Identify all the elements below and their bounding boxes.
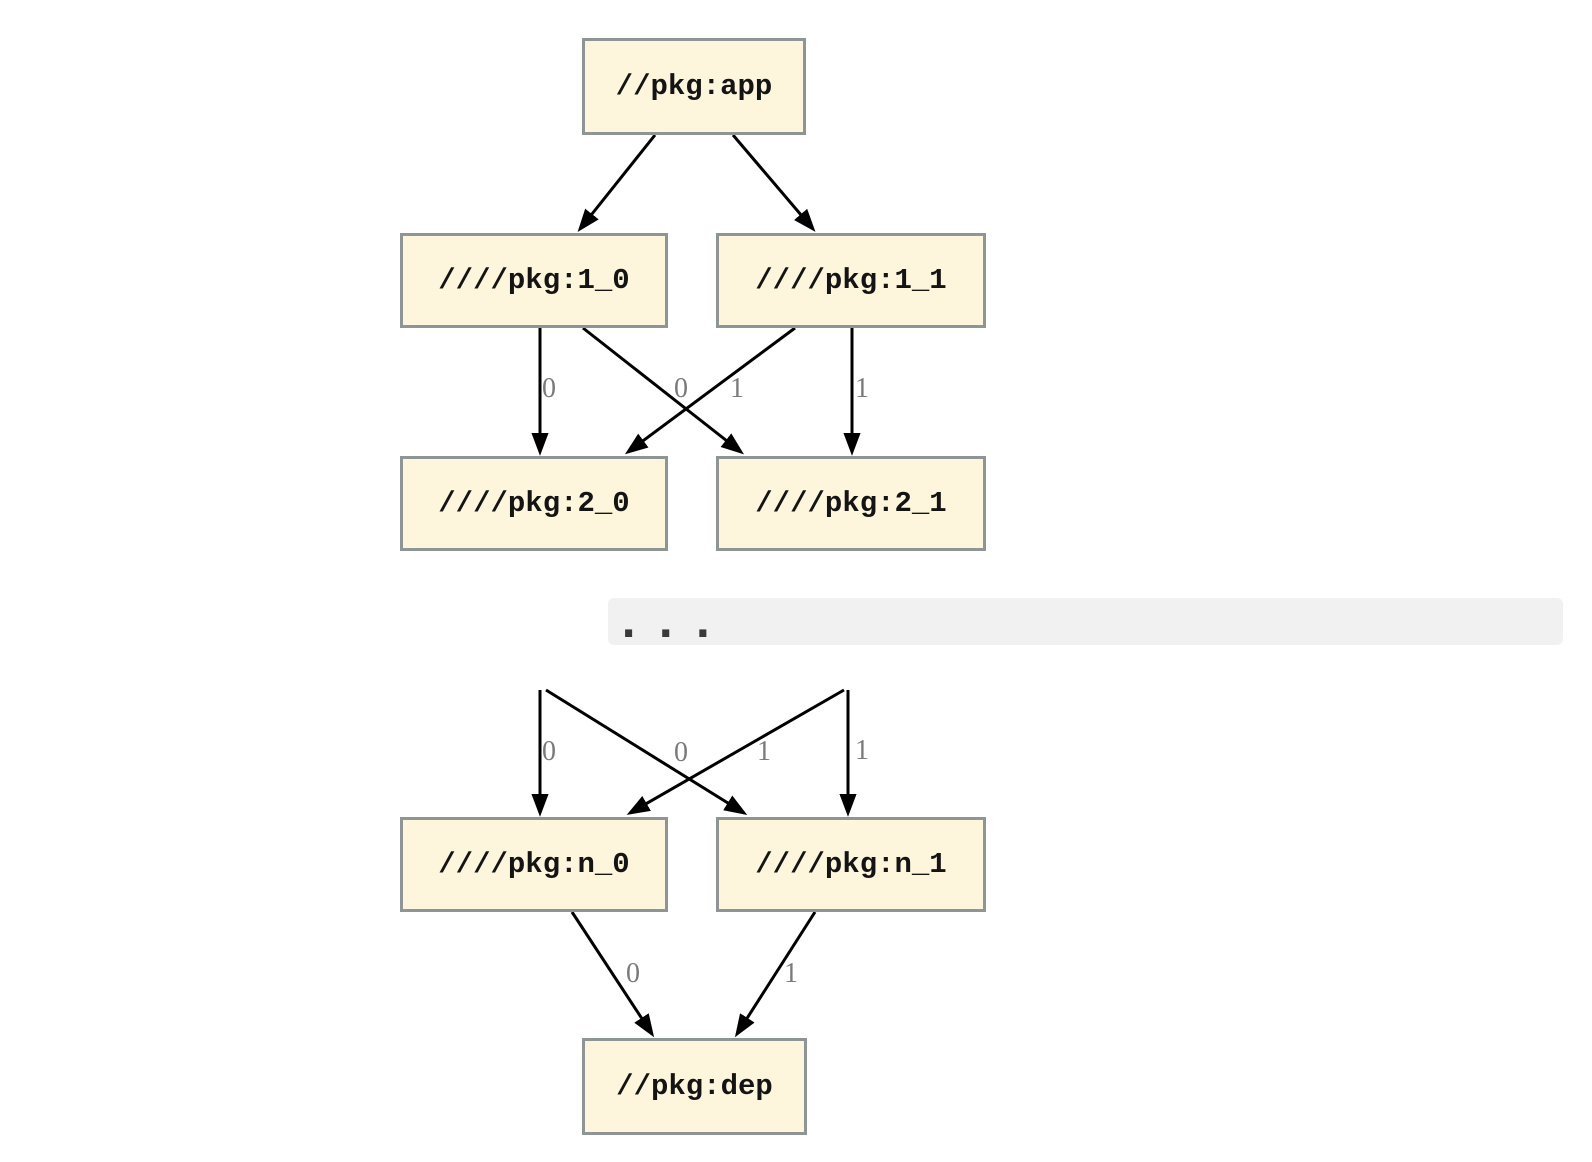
edge-ellipsis-to-n_0 [626, 688, 845, 815]
edge-label-1_0-to-2_1: 0 [674, 373, 688, 404]
edge-label-1_0-to-2_0: 0 [542, 373, 556, 404]
edge-app-to-1_1 [731, 134, 816, 232]
edge-label-n_1-to-dep: 1 [784, 958, 798, 989]
graph-node-dep: //pkg:dep [582, 1038, 807, 1135]
graph-node-label: ////pkg:2_0 [438, 487, 630, 520]
graph-node-n_0: ////pkg:n_0 [400, 817, 668, 912]
edge-label-1_1-to-2_0: 1 [730, 373, 744, 404]
edge-1_1-to-2_0 [624, 326, 796, 455]
graph-node-label: //pkg:dep [616, 1070, 773, 1103]
edge-n_1-to-dep [734, 911, 817, 1038]
edge-label-n_0-to-dep: 0 [626, 958, 640, 989]
edge-label-ellipsis-to-n_1: 0 [674, 737, 688, 768]
edge-1_0-to-2_1 [582, 326, 745, 455]
ellipsis-dots: . . . [621, 601, 715, 648]
edge-ellipsis-to-n_1 [545, 688, 748, 816]
graph-node-label: ////pkg:n_1 [755, 848, 947, 881]
edge-label-ellipsis-to-n_1: 1 [855, 735, 869, 766]
graph-node-label: ////pkg:1_0 [438, 264, 630, 297]
graph-node-label: ////pkg:n_0 [438, 848, 630, 881]
edge-label-1_1-to-2_1: 1 [855, 373, 869, 404]
graph-node-n_1: ////pkg:n_1 [716, 817, 986, 912]
graph-node-app: //pkg:app [582, 38, 806, 135]
edge-label-ellipsis-to-n_0: 1 [757, 736, 771, 767]
graph-node-2_0: ////pkg:2_0 [400, 456, 668, 551]
graph-node-2_1: ////pkg:2_1 [716, 456, 986, 551]
graph-node-label: //pkg:app [615, 70, 773, 103]
edge-label-ellipsis-to-n_0: 0 [542, 736, 556, 767]
graph-node-label: ////pkg:1_1 [755, 264, 947, 297]
graph-node-1_1: ////pkg:1_1 [716, 233, 986, 328]
edge-app-to-1_0 [577, 134, 657, 232]
edge-n_0-to-dep [570, 911, 655, 1038]
graph-node-1_0: ////pkg:1_0 [400, 233, 668, 328]
ellipsis-band: . . . [608, 598, 1563, 645]
graph-node-label: ////pkg:2_1 [755, 487, 947, 520]
